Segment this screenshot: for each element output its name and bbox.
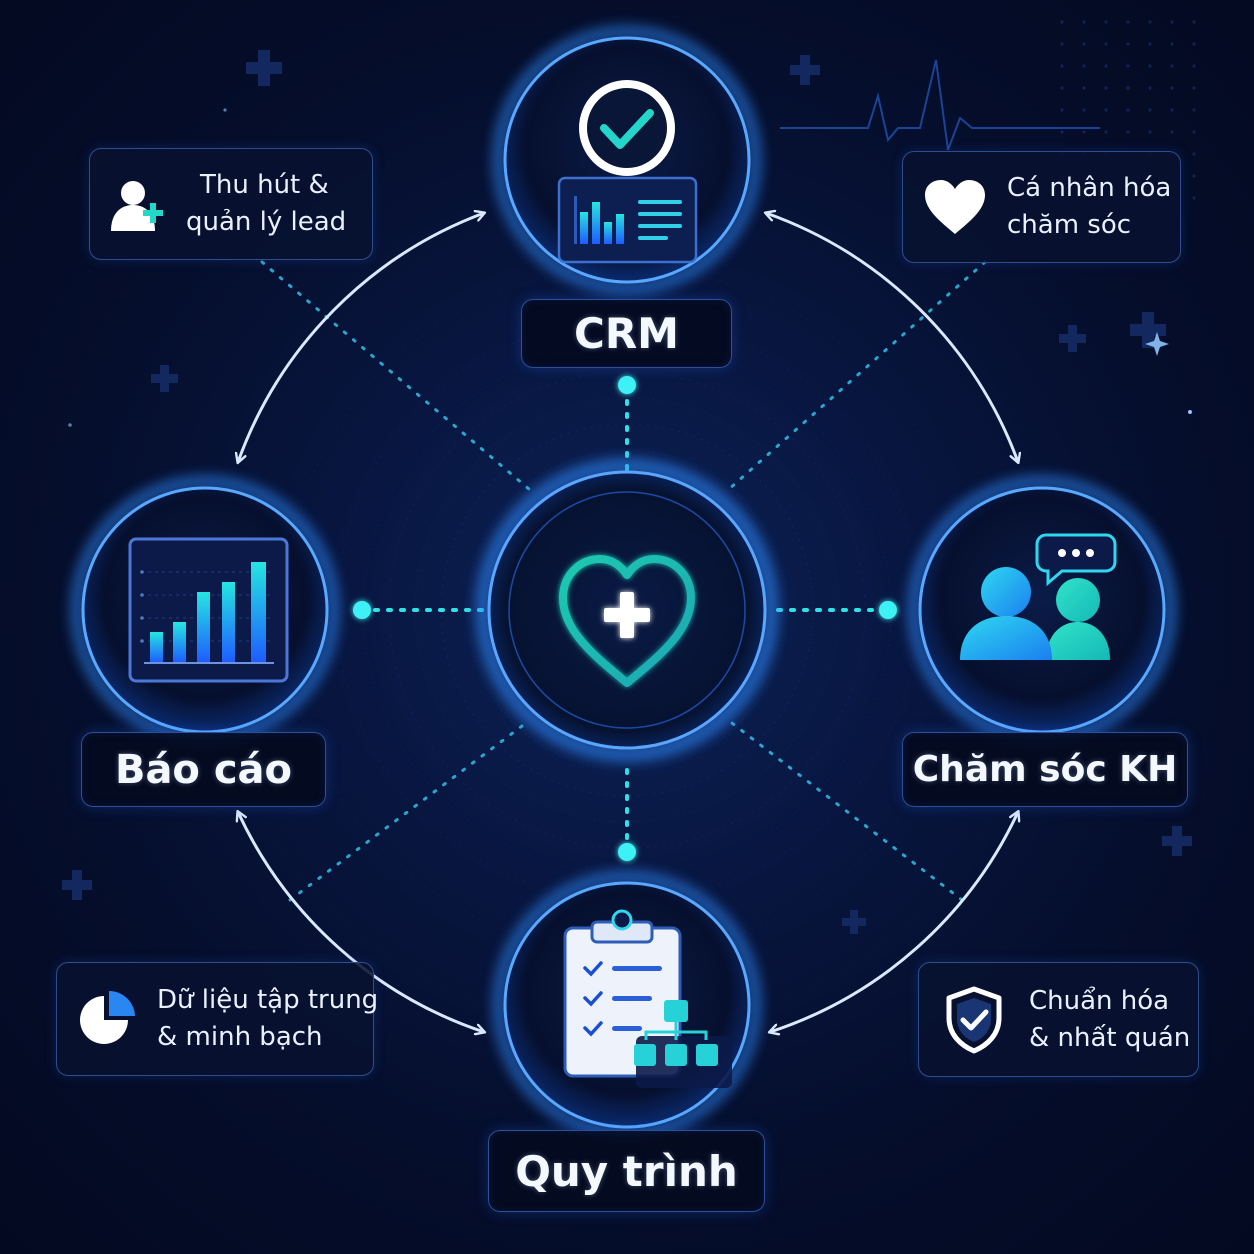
grid-dot: [1148, 64, 1152, 68]
grid-dot: [1192, 64, 1196, 68]
arrow-crm-care: [766, 213, 1018, 462]
grid-dot: [1060, 108, 1064, 112]
bar-chart-icon: [128, 537, 289, 683]
grid-dot: [1060, 64, 1064, 68]
radar-ring: [466, 449, 788, 771]
benefit-card-data: Dữ liệu tập trung & minh bạch: [56, 962, 378, 1076]
heart-plus-icon: [559, 555, 695, 687]
care-node-circle: [918, 486, 1166, 734]
arrow-care-process: [770, 812, 1018, 1032]
grid-dot: [1126, 20, 1130, 24]
grid-dot: [1192, 152, 1196, 156]
radar-ring: [388, 371, 866, 849]
grid-dot: [1060, 42, 1064, 46]
grid-dot: [1126, 130, 1130, 134]
grid-dot: [1192, 108, 1196, 112]
benefit-data-line2: & minh bạch: [157, 1022, 323, 1052]
benefit-standardize-line2: & nhất quán: [1029, 1022, 1191, 1053]
shield-check-icon: [919, 986, 1029, 1054]
crm-label-text: CRM: [574, 309, 679, 358]
grid-dot: [1104, 130, 1108, 134]
grid-dot: [1060, 86, 1064, 90]
grid-dot: [1148, 42, 1152, 46]
benefit-personalize-line1: Cá nhân hóa: [1007, 173, 1172, 203]
grid-dot: [1126, 108, 1130, 112]
grid-dot: [1104, 86, 1108, 90]
grid-dot: [1170, 86, 1174, 90]
grid-dot: [1192, 174, 1196, 178]
grid-dot: [1192, 42, 1196, 46]
benefit-card-standardize: Chuẩn hóa & nhất quán: [918, 962, 1199, 1077]
crm-dashboard-check-icon: [557, 80, 698, 264]
grid-dot: [1170, 130, 1174, 134]
grid-dot: [1170, 42, 1174, 46]
grid-dot: [1082, 20, 1086, 24]
grid-dot: [1082, 108, 1086, 112]
reports-label: Báo cáo: [81, 732, 326, 807]
grid-dot: [1082, 64, 1086, 68]
benefit-leads-line2: quản lý lead: [186, 207, 347, 237]
customer-care-label-text: Chăm sóc KH: [912, 749, 1178, 790]
benefit-standardize-line1: Chuẩn hóa: [1029, 985, 1170, 1016]
grid-dot: [1082, 42, 1086, 46]
crm-label: CRM: [521, 299, 732, 368]
benefit-data-line1: Dữ liệu tập trung: [157, 985, 379, 1015]
grid-dot: [1104, 42, 1108, 46]
grid-dot: [1148, 86, 1152, 90]
grid-dot: [1192, 20, 1196, 24]
grid-dot: [1148, 108, 1152, 112]
grid-dot: [1104, 108, 1108, 112]
grid-dot: [1104, 20, 1108, 24]
cycle-arrows: [238, 213, 1018, 1032]
arrow-reports-process: [238, 812, 484, 1032]
add-user-icon: [90, 173, 186, 235]
arrow-crm-reports: [238, 213, 484, 462]
heartbeat-line-decor: [780, 59, 1100, 151]
decor-sparkles: [68, 108, 1192, 427]
spoke-connectors: [353, 376, 897, 861]
benefit-card-leads: Thu hút & quản lý lead: [89, 148, 373, 260]
grid-dot: [1148, 20, 1152, 24]
grid-dot: [1170, 64, 1174, 68]
grid-dot: [1082, 130, 1086, 134]
grid-dot: [1192, 196, 1196, 200]
grid-dot: [1170, 20, 1174, 24]
grid-dot: [1192, 86, 1196, 90]
pie-chart-icon: [57, 988, 157, 1050]
benefit-leads-line1: Thu hút &: [200, 170, 329, 200]
checklist-flowchart-icon: [563, 909, 732, 1088]
heart-icon: [903, 178, 1007, 236]
process-label: Quy trình: [488, 1130, 765, 1212]
grid-dot: [1126, 86, 1130, 90]
benefit-card-personalize: Cá nhân hóa chăm sóc: [902, 151, 1181, 263]
grid-dot: [1126, 42, 1130, 46]
grid-dot: [1170, 108, 1174, 112]
grid-dot: [1082, 86, 1086, 90]
customer-care-label: Chăm sóc KH: [902, 732, 1188, 807]
grid-dot: [1126, 64, 1130, 68]
grid-dot: [1192, 130, 1196, 134]
grid-dot: [1148, 130, 1152, 134]
customers-chat-icon: [960, 533, 1117, 660]
grid-dot: [1060, 20, 1064, 24]
process-label-text: Quy trình: [515, 1146, 738, 1196]
grid-dot: [1104, 64, 1108, 68]
reports-label-text: Báo cáo: [114, 746, 293, 793]
grid-dot: [1060, 130, 1064, 134]
benefit-personalize-line2: chăm sóc: [1007, 210, 1132, 240]
